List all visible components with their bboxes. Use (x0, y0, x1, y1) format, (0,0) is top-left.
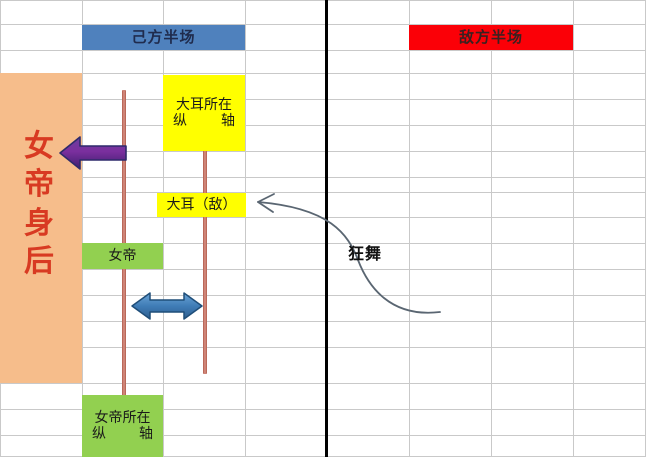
own-half-banner-label: 己方半场 (131, 27, 196, 46)
empress-axis-label-line2-right: 轴 (139, 426, 153, 442)
grid-line-horizontal (0, 295, 646, 296)
grid-line-horizontal (0, 269, 646, 270)
grid-line-horizontal (0, 73, 646, 74)
empress-marker: 女帝 (82, 243, 163, 269)
empress-axis-label-line2: 纵 轴 (86, 426, 159, 442)
bigear-axis-label-line2-left: 纵 (173, 113, 187, 129)
grid-line-horizontal (0, 321, 646, 322)
grid-line-horizontal (0, 99, 646, 100)
empress-axis-label-text: 女帝所在 纵 轴 (82, 410, 163, 442)
bigear-axis-label-line2-right: 轴 (221, 113, 235, 129)
bigear-axis-label-line2: 纵 轴 (167, 113, 241, 129)
empress-axis-label-box: 女帝所在 纵 轴 (82, 395, 163, 457)
grid-line-horizontal (0, 409, 646, 410)
grid-line-vertical (491, 0, 492, 457)
empress-push-arrow-icon (59, 136, 127, 170)
grid-line-horizontal (0, 435, 646, 436)
grid-line-vertical (573, 0, 574, 457)
bigear-vertical-axis-line (203, 146, 207, 374)
grid-line-horizontal (0, 125, 646, 126)
bigear-axis-label-box: 大耳所在 纵 轴 (163, 75, 245, 151)
grid-line-vertical (82, 0, 83, 457)
bigear-axis-label-text: 大耳所在 纵 轴 (163, 97, 245, 129)
grid-line-horizontal (0, 192, 646, 193)
field-center-divider (325, 0, 328, 457)
enemy-half-banner-label: 敌方半场 (458, 27, 523, 46)
own-half-banner: 己方半场 (82, 25, 245, 50)
kuangwu-skill-curve-arrow-icon (257, 193, 441, 314)
grid-line-vertical (245, 0, 246, 457)
bigear-enemy-marker: 大耳（敌） (157, 193, 246, 217)
grid-line-horizontal (0, 243, 646, 244)
bigear-enemy-marker-label: 大耳（敌） (166, 196, 237, 213)
grid-line-horizontal (0, 383, 646, 384)
empress-marker-label: 女帝 (108, 247, 137, 264)
grid-line-horizontal (0, 0, 646, 1)
grid-line-horizontal (0, 151, 646, 152)
empress-axis-label-line2-left: 纵 (92, 426, 106, 442)
grid-line-vertical (409, 0, 410, 457)
distance-double-arrow-icon (131, 292, 203, 320)
bigear-axis-label-line1: 大耳所在 (176, 96, 232, 113)
kuangwu-skill-label: 狂舞 (348, 244, 383, 263)
grid-line-horizontal (0, 24, 646, 25)
empress-rear-zone (0, 73, 82, 383)
enemy-half-banner: 敌方半场 (409, 25, 573, 50)
empress-rear-zone-label: 女 帝 身 后 (24, 129, 54, 280)
grid-line-horizontal (0, 177, 646, 178)
grid-line-vertical (163, 0, 164, 457)
grid-line-horizontal (0, 347, 646, 348)
empress-axis-label-line1: 女帝所在 (94, 409, 151, 426)
grid-line-horizontal (0, 50, 646, 51)
